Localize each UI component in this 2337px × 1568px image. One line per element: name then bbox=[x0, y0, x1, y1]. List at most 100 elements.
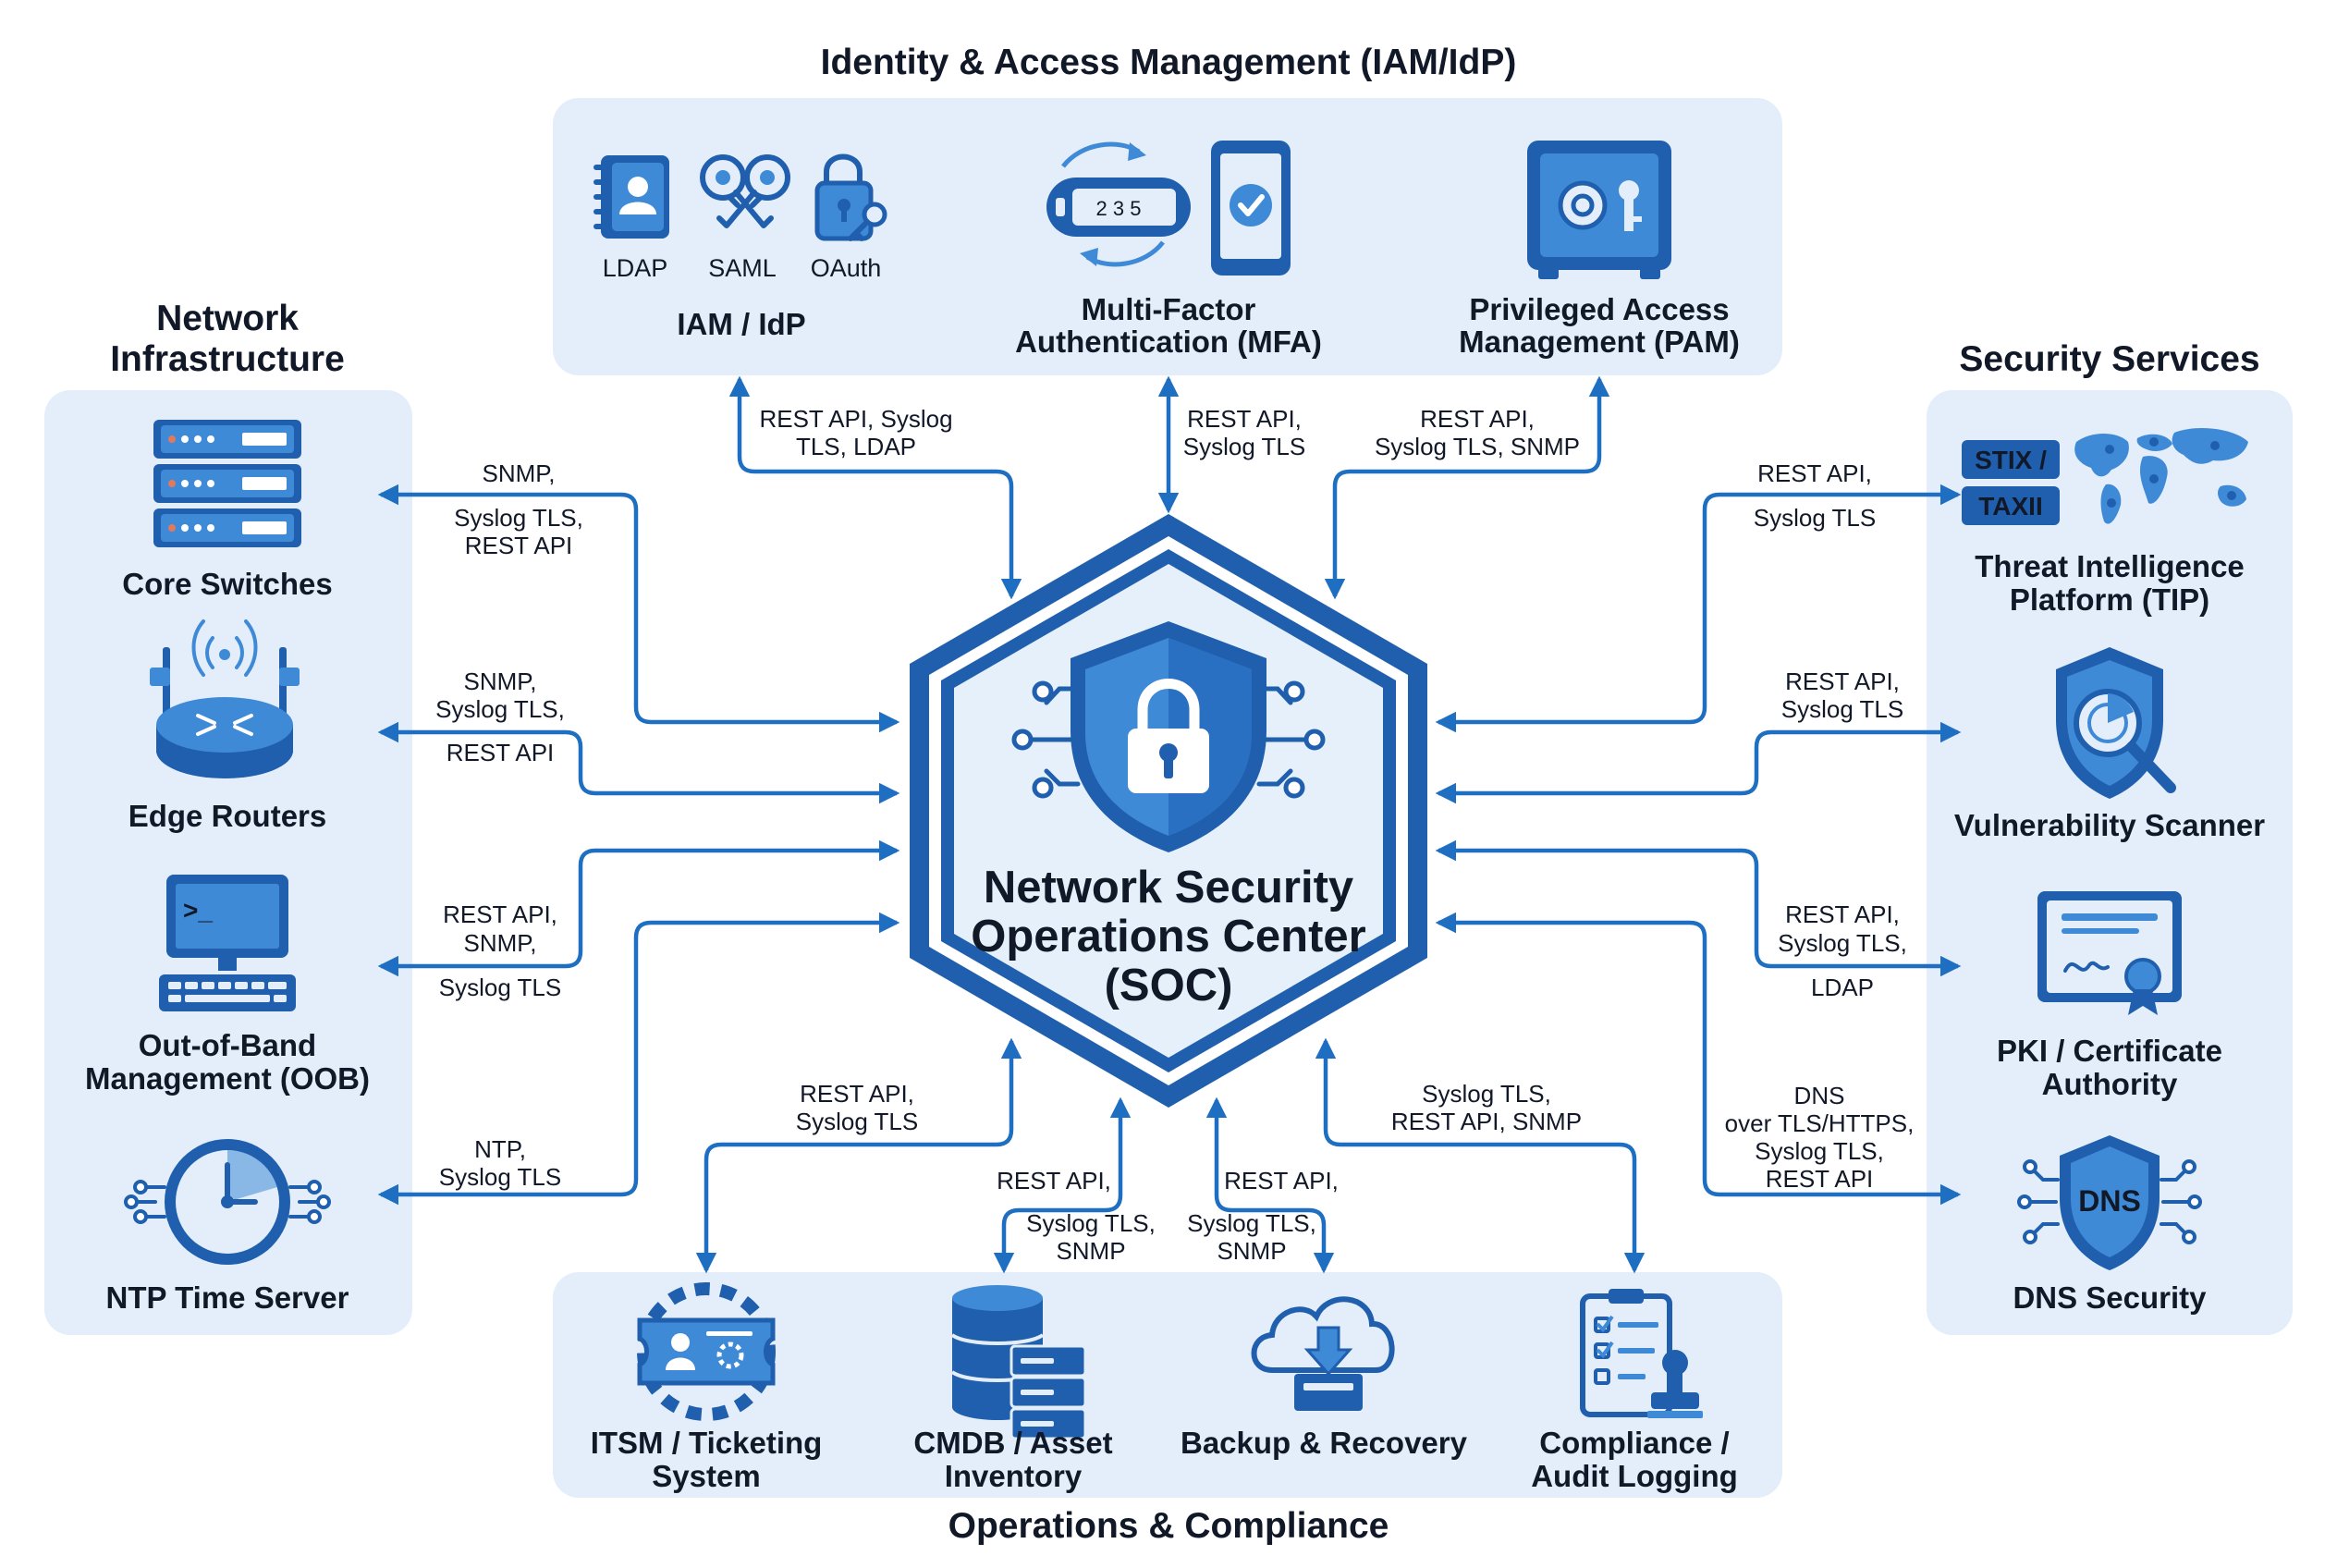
label-oob-3: Syslog TLS bbox=[439, 974, 561, 1001]
stix-badge bbox=[1962, 440, 2060, 479]
oob-prompt: >_ bbox=[183, 896, 213, 925]
security-panel-title: Security Services bbox=[1959, 339, 2259, 379]
saml-label: SAML bbox=[708, 254, 777, 282]
terminal-monitor-icon: >_ bbox=[159, 875, 296, 1011]
server-rack-icon bbox=[153, 420, 301, 547]
label-itsm-1: REST API, bbox=[800, 1080, 914, 1108]
label-pam-1: REST API, bbox=[1420, 405, 1535, 433]
label-core-switches-2: Syslog TLS, bbox=[454, 504, 583, 532]
vault-icon bbox=[1527, 141, 1671, 279]
pki-label-line2: Authority bbox=[2042, 1067, 2178, 1101]
backup-label: Backup & Recovery bbox=[1181, 1426, 1468, 1460]
network-panel-title-line2: Infrastructure bbox=[110, 339, 345, 379]
label-core-switches-1: SNMP, bbox=[483, 459, 556, 487]
label-compliance-2: REST API, SNMP bbox=[1391, 1108, 1582, 1135]
soc-hub[interactable]: Network Security Operations Center (SOC) bbox=[910, 514, 1427, 1108]
pki-label-line1: PKI / Certificate bbox=[1997, 1034, 2222, 1068]
compliance-label-line2: Audit Logging bbox=[1531, 1459, 1738, 1493]
connector-idp bbox=[728, 375, 1022, 600]
label-edge-routers-3: REST API bbox=[447, 739, 555, 766]
ntp-label: NTP Time Server bbox=[106, 1280, 349, 1315]
label-pki-1: REST API, bbox=[1785, 900, 1900, 928]
dns-shield-icon: DNS bbox=[2017, 1135, 2202, 1270]
connector-ntp bbox=[377, 912, 900, 1206]
label-backup-1: REST API, bbox=[1224, 1167, 1339, 1194]
taxii-label: TAXII bbox=[1978, 492, 2042, 521]
wifi-router-icon bbox=[150, 619, 300, 778]
network-panel-title-line1: Network bbox=[156, 299, 299, 338]
tip-label-line1: Threat Intelligence bbox=[1975, 549, 2245, 583]
smartphone-check-icon bbox=[1211, 141, 1291, 276]
ldap-label: LDAP bbox=[603, 254, 668, 282]
oob-label-line1: Out-of-Band bbox=[139, 1028, 316, 1062]
label-oob-1: REST API, bbox=[443, 900, 557, 928]
label-backup-3: SNMP bbox=[1217, 1237, 1286, 1265]
connector-dns bbox=[1435, 912, 1962, 1206]
label-dns-2: over TLS/HTTPS, bbox=[1725, 1109, 1915, 1137]
label-oob-2: SNMP, bbox=[464, 929, 537, 957]
oauth-label: OAuth bbox=[811, 254, 882, 282]
label-vuln-2: Syslog TLS bbox=[1781, 695, 1903, 723]
label-ntp-2: Syslog TLS bbox=[439, 1163, 561, 1191]
label-dns-1: DNS bbox=[1794, 1082, 1845, 1109]
label-backup-2: Syslog TLS, bbox=[1187, 1209, 1316, 1237]
label-idp-2: TLS, LDAP bbox=[796, 433, 916, 460]
cmdb-label-line1: CMDB / Asset bbox=[913, 1426, 1112, 1460]
stix-label: STIX / bbox=[1975, 446, 2047, 474]
world-map-icon bbox=[2074, 428, 2248, 524]
connector-core-switches bbox=[377, 484, 900, 733]
label-cmdb-2: Syslog TLS, bbox=[1026, 1209, 1156, 1237]
mfa-token-digits: 2 3 5 bbox=[1096, 197, 1142, 220]
ticket-gear-icon bbox=[637, 1282, 776, 1421]
hub-title-line1: Network Security bbox=[984, 863, 1353, 913]
connector-vuln bbox=[1435, 721, 1962, 804]
connectors bbox=[377, 375, 1962, 1274]
label-ntp-1: NTP, bbox=[474, 1135, 526, 1163]
ops-panel-title: Operations & Compliance bbox=[948, 1506, 1389, 1546]
connector-pam bbox=[1324, 375, 1610, 600]
connector-itsm bbox=[695, 1037, 1022, 1274]
dns-label: DNS Security bbox=[2013, 1280, 2207, 1315]
hub-title-line3: (SOC) bbox=[1105, 961, 1233, 1011]
keys-icon bbox=[700, 154, 790, 228]
address-book-icon bbox=[593, 155, 669, 239]
security-panel bbox=[1927, 390, 2293, 1335]
label-compliance-1: Syslog TLS, bbox=[1422, 1080, 1551, 1108]
itsm-label-line1: ITSM / Ticketing bbox=[591, 1426, 823, 1460]
dns-badge-text: DNS bbox=[2078, 1184, 2141, 1218]
checklist-stamp-icon bbox=[1580, 1289, 1703, 1418]
database-server-icon bbox=[950, 1285, 1087, 1440]
label-cmdb-3: SNMP bbox=[1056, 1237, 1125, 1265]
label-dns-4: REST API bbox=[1766, 1165, 1874, 1193]
itsm-label-line2: System bbox=[652, 1459, 760, 1493]
connector-edge-routers bbox=[377, 721, 900, 804]
label-itsm-2: Syslog TLS bbox=[796, 1108, 918, 1135]
oob-label-line2: Management (OOB) bbox=[85, 1061, 370, 1096]
label-dns-3: Syslog TLS, bbox=[1755, 1137, 1884, 1165]
compliance-label-line1: Compliance / bbox=[1539, 1426, 1729, 1460]
label-pki-3: LDAP bbox=[1811, 974, 1874, 1001]
taxii-badge bbox=[1962, 486, 2060, 525]
shield-radar-icon bbox=[2056, 647, 2176, 799]
mfa-label-line1: Multi-Factor bbox=[1082, 292, 1256, 326]
label-pam-2: Syslog TLS, SNMP bbox=[1375, 433, 1580, 460]
label-edge-routers-1: SNMP, bbox=[464, 668, 537, 695]
connector-labels: SNMP, Syslog TLS, REST API SNMP, Syslog … bbox=[435, 405, 1914, 1265]
mfa-label-line2: Authentication (MFA) bbox=[1015, 325, 1322, 359]
label-tip-2: Syslog TLS bbox=[1754, 504, 1876, 532]
vuln-label: Vulnerability Scanner bbox=[1954, 808, 2265, 842]
core-switches-label: Core Switches bbox=[122, 567, 332, 601]
label-mfa-2: Syslog TLS bbox=[1183, 433, 1305, 460]
certificate-icon bbox=[2037, 891, 2182, 1015]
circuit-nodes-icon bbox=[1011, 680, 1326, 799]
label-pki-2: Syslog TLS, bbox=[1778, 929, 1907, 957]
label-edge-routers-2: Syslog TLS, bbox=[435, 695, 565, 723]
connector-cmdb bbox=[993, 1096, 1132, 1274]
cmdb-label-line2: Inventory bbox=[945, 1459, 1083, 1493]
label-core-switches-3: REST API bbox=[465, 532, 573, 559]
iam-panel-title: Identity & Access Management (IAM/IdP) bbox=[821, 43, 1517, 82]
label-vuln-1: REST API, bbox=[1785, 668, 1900, 695]
mfa-token-icon: 2 3 5 bbox=[1046, 141, 1191, 267]
